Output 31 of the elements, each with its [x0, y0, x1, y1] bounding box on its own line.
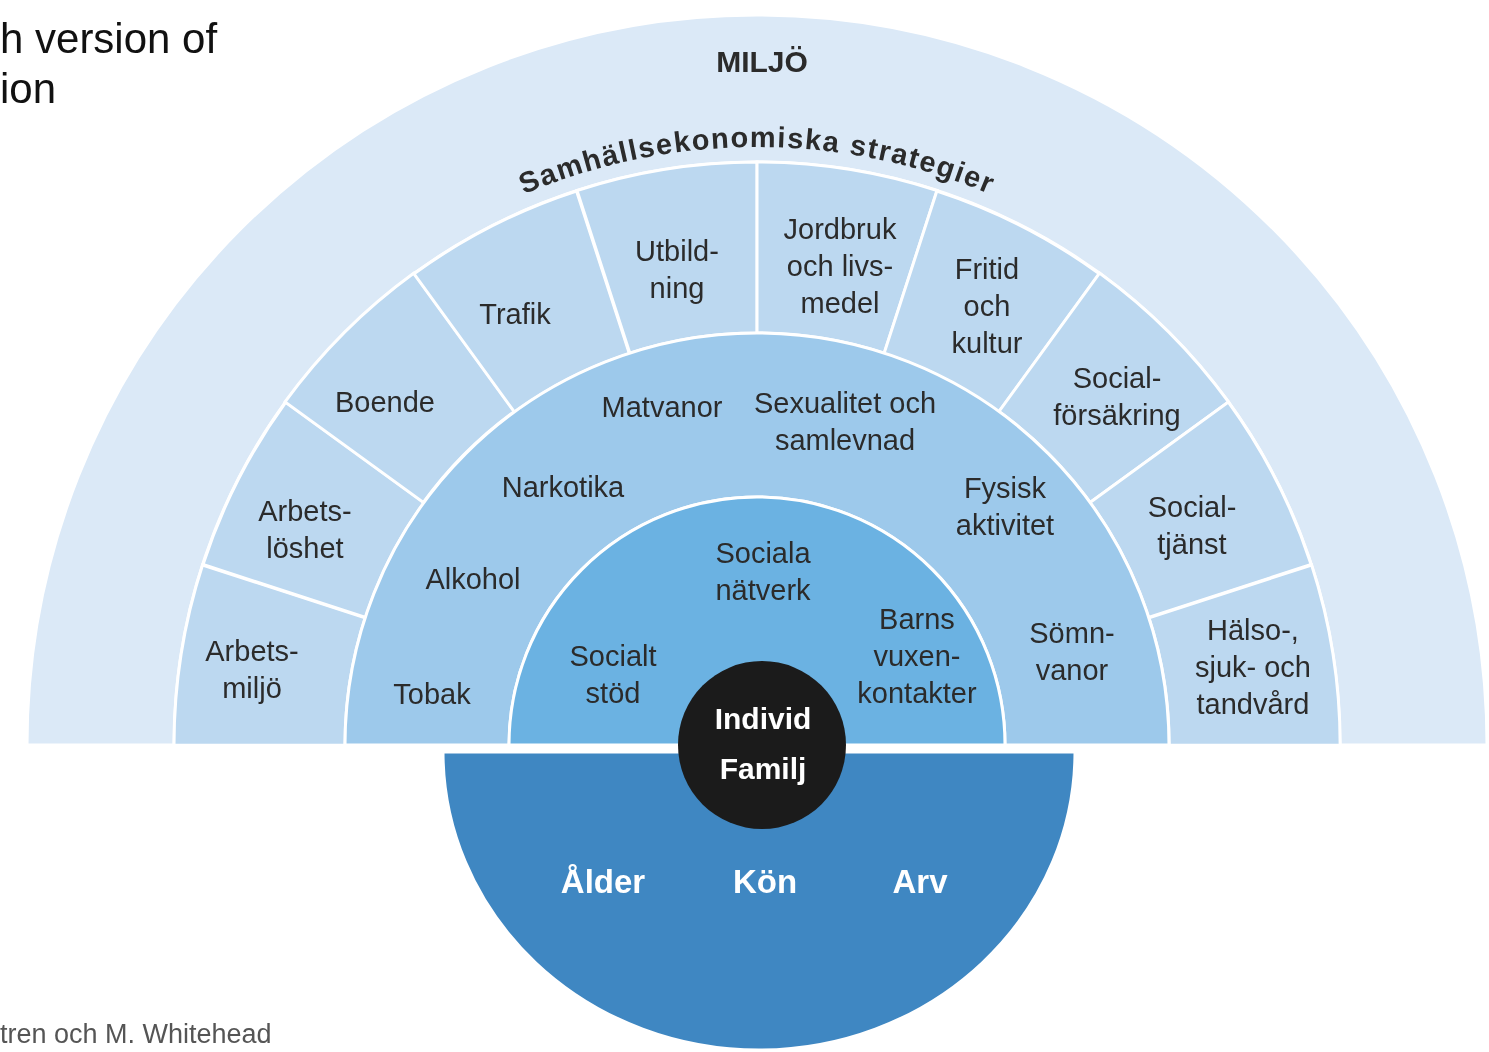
caption-text: tren och M. Whitehead [0, 1018, 273, 1051]
factor-label: Narkotika [500, 470, 626, 506]
factor-label: Tobak [392, 677, 472, 713]
factor-label: Fysisk aktivitet [954, 470, 1056, 543]
factor-label: Arbets- miljö [204, 633, 300, 706]
factor-label: Trafik [478, 297, 552, 333]
factor-label: Familj [718, 750, 808, 787]
factor-label: Ålder [559, 861, 647, 902]
factor-label: Matvanor [600, 390, 724, 426]
factor-label: Social- tjänst [1146, 489, 1238, 562]
factor-label: Sömn- vanor [1028, 615, 1116, 688]
factor-label: Barns vuxen- kontakter [856, 602, 978, 712]
sector [174, 564, 366, 745]
factor-label: Boende [334, 385, 436, 421]
factor-label: Fritid och kultur [950, 252, 1024, 362]
factor-label: Sociala nätverk [714, 535, 812, 608]
factor-label: Individ [713, 700, 813, 737]
factor-label: Jordbruk och livs- medel [782, 212, 898, 322]
caption-text: h version of ion [0, 14, 219, 115]
sector [1148, 564, 1340, 745]
factor-label: Arv [891, 861, 949, 902]
factor-label: Kön [731, 861, 799, 902]
core-circle [678, 661, 846, 829]
factor-label: Sexualitet och samlevnad [752, 385, 938, 458]
factor-label: Utbild- ning [634, 233, 720, 306]
band-title: MILJÖ [715, 43, 809, 80]
factor-label: Social- försäkring [1052, 360, 1182, 433]
factor-label: Alkohol [424, 562, 522, 598]
factor-label: Hälso-, sjuk- och tandvård [1193, 613, 1312, 723]
factor-label: Socialt stöd [568, 638, 658, 711]
factor-label: Arbets- löshet [257, 493, 353, 566]
